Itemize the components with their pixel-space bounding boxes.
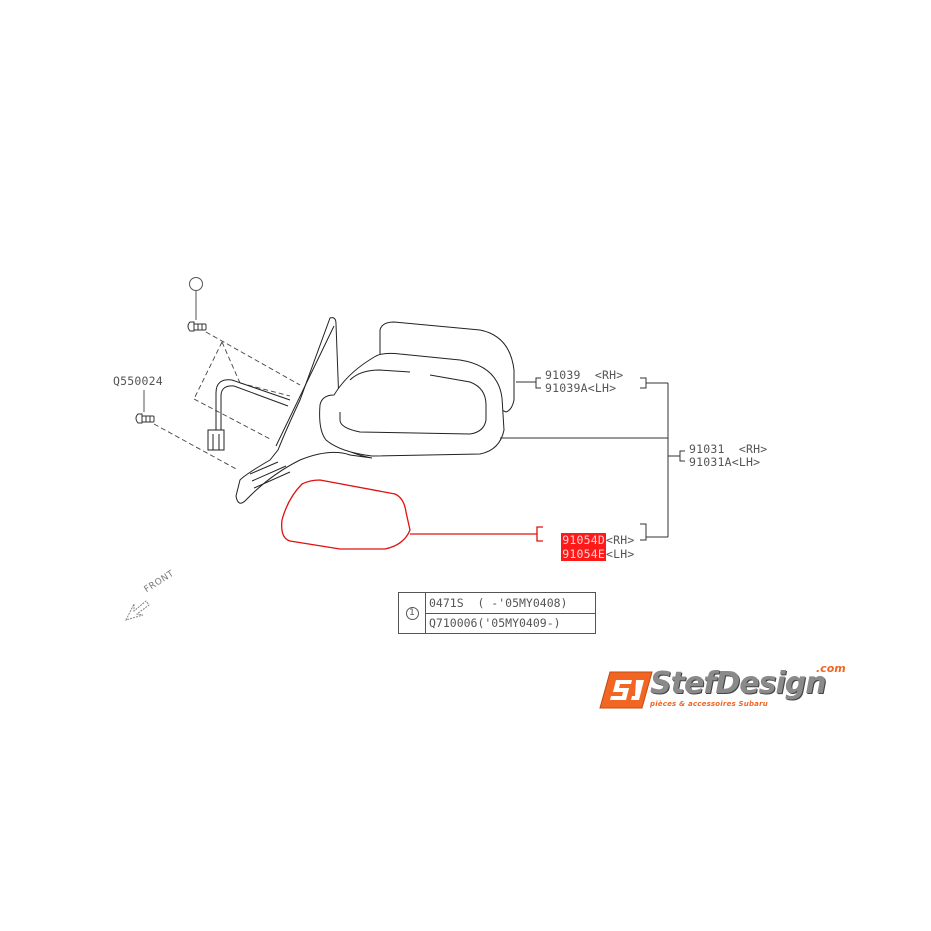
screw-part-label: Q550024 — [113, 374, 163, 388]
part-code-highlight[interactable]: 91054E — [561, 547, 606, 561]
reference-table: 1 0471S ( -'05MY0408) Q710006('05MY0409-… — [398, 592, 596, 634]
glass-leader-line — [410, 526, 543, 542]
screw-q550024-icon — [135, 390, 155, 424]
mirror-assy-lh-label: 91031A<LH> — [689, 455, 761, 469]
mirror-glass-lh-label[interactable]: 91054E<LH> — [547, 535, 635, 561]
screw-ref-callout — [189, 277, 203, 320]
logo-tagline: pièces & accessoires Subaru — [650, 700, 768, 708]
stefdesign-logo: StefDesign .com pièces & accessoires Sub… — [598, 662, 858, 716]
mirror-housing — [319, 352, 505, 457]
sd-logo-icon — [599, 671, 653, 709]
mirror-cover-lh-label: 91039A<LH> — [545, 381, 617, 395]
side-label: <LH> — [606, 547, 635, 561]
mirror-cover-rh-label: 91039 <RH> — [545, 368, 624, 382]
wire-harness — [207, 379, 291, 451]
reference-row: 0471S ( -'05MY0408) — [426, 593, 595, 614]
logo-name: StefDesign — [650, 666, 827, 701]
part-code-highlight[interactable]: 91054D — [561, 533, 606, 547]
mirror-glass-rh-label[interactable]: 91054D<RH> — [547, 521, 635, 547]
leader-lines — [500, 377, 685, 541]
front-arrow-icon — [125, 600, 150, 621]
reference-row: Q710006('05MY0409-) — [429, 616, 561, 630]
mirror-assy-rh-label: 91031 <RH> — [689, 442, 768, 456]
reference-symbol-cell: 1 — [399, 593, 426, 633]
screw-icon — [187, 321, 207, 332]
logo-domain: .com — [816, 662, 846, 675]
mirror-glass-highlighted — [281, 479, 411, 550]
reference-symbol: 1 — [405, 606, 419, 620]
side-label: <RH> — [606, 533, 635, 547]
